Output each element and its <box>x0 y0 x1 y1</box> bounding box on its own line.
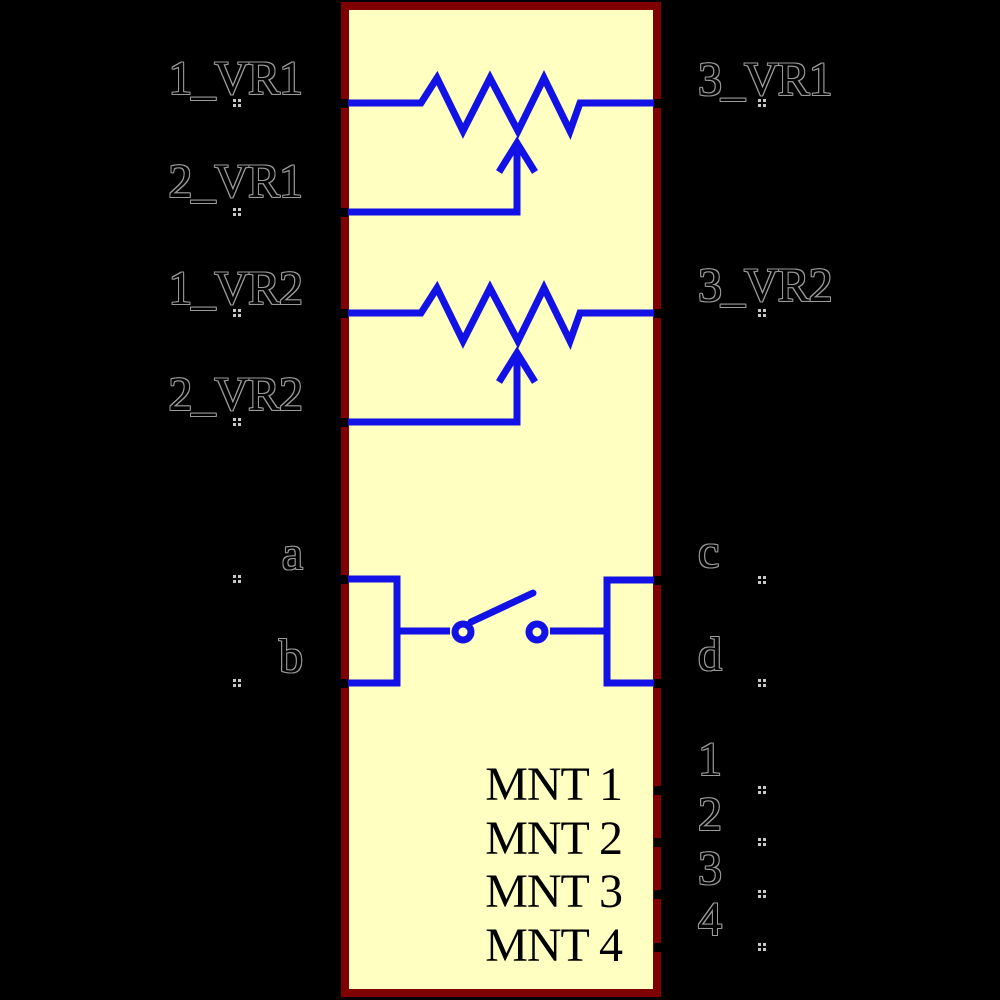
pin-number-mark <box>758 943 761 946</box>
pin-connection-dot <box>654 838 663 847</box>
switch-right-bracket <box>603 576 656 687</box>
pin-label-d: d <box>698 628 722 681</box>
pin-number-mark <box>758 576 761 579</box>
pin-label-3: 3 <box>698 842 722 895</box>
pin-connection-dot <box>339 99 348 108</box>
pin-connection-dot <box>654 890 663 899</box>
pin-connection-dot <box>654 576 663 585</box>
pin-label-c: c <box>698 525 719 578</box>
pin-connection-dot <box>654 943 663 952</box>
pin-number-mark <box>758 786 761 789</box>
pin-number-mark <box>233 575 236 578</box>
pin-number-mark <box>233 418 236 421</box>
switch-left-contact-circle <box>451 620 475 644</box>
pin-connection-dot <box>654 309 663 318</box>
pin-connection-dot <box>654 786 663 795</box>
switch-lever <box>467 589 537 626</box>
pin-label-2_VR2: 2_VR2 <box>168 368 303 421</box>
pin-connection-dot <box>339 679 348 688</box>
switch-left-bracket <box>345 575 401 687</box>
mnt-pin-name-label: MNT 2 <box>485 812 623 865</box>
vr2-resistor-track <box>345 280 656 350</box>
pin-label-a: a <box>281 527 303 580</box>
vr1-wiper-arrowhead <box>496 136 538 174</box>
switch-right-contact-circle <box>525 620 549 644</box>
pin-number-mark <box>233 309 236 312</box>
pin-connection-dot <box>654 99 663 108</box>
vr1-wiper-line <box>345 150 521 216</box>
pin-label-1_VR1: 1_VR1 <box>168 52 303 105</box>
pin-connection-dot <box>339 208 348 217</box>
pin-connection-dot <box>339 418 348 427</box>
pin-number-mark <box>233 679 236 682</box>
pin-number-mark <box>758 679 761 682</box>
pin-connection-dot <box>654 679 663 688</box>
pin-label-4: 4 <box>698 893 722 946</box>
pin-label-3_VR2: 3_VR2 <box>698 259 833 312</box>
pin-number-mark <box>233 208 236 211</box>
pin-number-mark <box>758 99 761 102</box>
vr2-wiper-arrowhead <box>496 346 538 384</box>
mnt-pin-name-label: MNT 4 <box>485 919 623 972</box>
pin-label-2: 2 <box>698 788 722 841</box>
pin-connection-dot <box>339 309 348 318</box>
pin-label-1_VR2: 1_VR2 <box>168 262 303 315</box>
vr2-wiper-line <box>345 360 521 426</box>
pin-label-b: b <box>279 630 303 683</box>
pin-number-mark <box>233 99 236 102</box>
mnt-pin-name-label: MNT 1 <box>485 758 623 811</box>
pin-number-mark <box>758 309 761 312</box>
pin-number-mark <box>758 890 761 893</box>
pin-connection-dot <box>339 575 348 584</box>
pin-label-1: 1 <box>698 733 722 786</box>
mnt-pin-name-label: MNT 3 <box>485 865 623 918</box>
pin-number-mark <box>758 838 761 841</box>
pin-label-3_VR1: 3_VR1 <box>698 53 833 106</box>
vr1-resistor-track <box>345 70 656 140</box>
pin-label-2_VR1: 2_VR1 <box>168 155 303 208</box>
